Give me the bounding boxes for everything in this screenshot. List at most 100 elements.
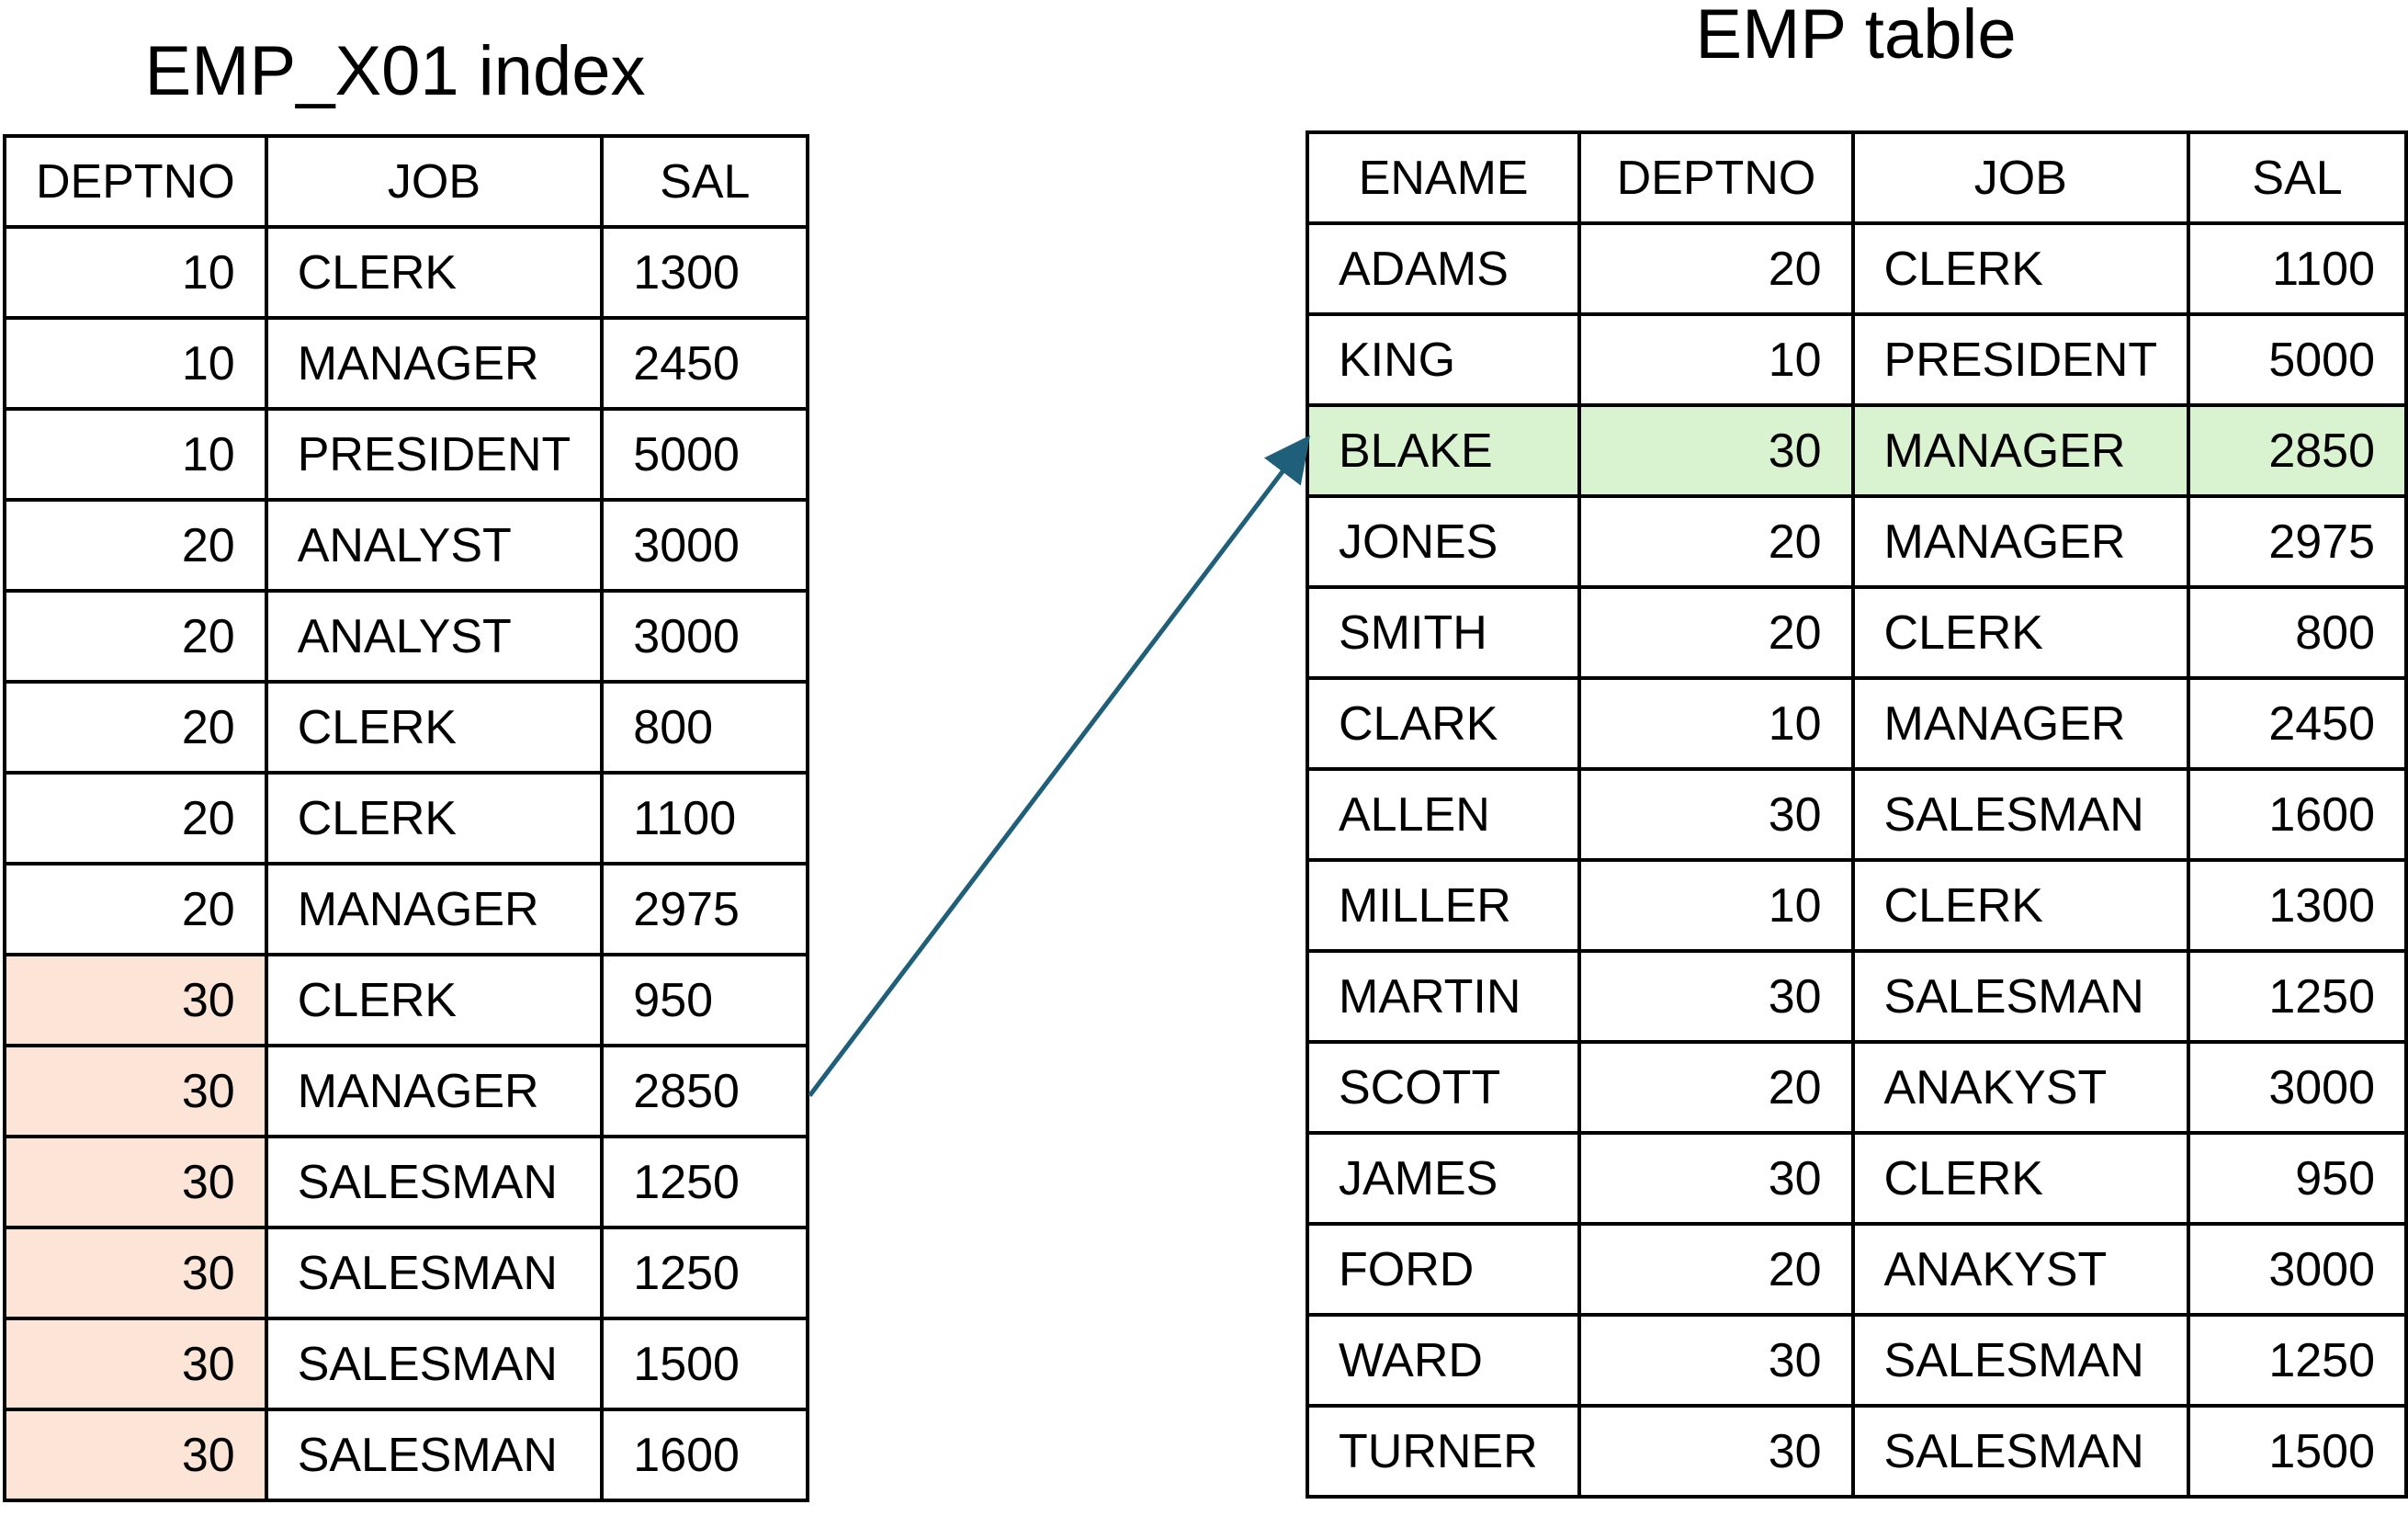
table-cell-deptno: 20 [1577, 494, 1855, 589]
table-cell-ename: ADAMS [1305, 221, 1582, 316]
index-cell-job: SALESMAN [264, 1226, 605, 1320]
table-header-job: JOB [1850, 130, 2191, 225]
table-cell-deptno: 30 [1577, 1313, 1855, 1408]
table-cell-deptno: 10 [1577, 676, 1855, 771]
table-cell-sal: 5000 [2187, 312, 2408, 407]
index-cell-deptno: 30 [3, 953, 268, 1047]
index-title: EMP_X01 index [144, 32, 646, 110]
index-cell-job: MANAGER [264, 1044, 605, 1138]
index-cell-job: ANALYST [264, 498, 605, 593]
index-cell-deptno: 10 [3, 225, 268, 320]
index-cell-sal: 1300 [600, 225, 810, 320]
table-cell-ename: ALLEN [1305, 767, 1582, 862]
table-cell-deptno: 20 [1577, 1040, 1855, 1135]
index-header-sal: SAL [600, 134, 810, 229]
index-cell-deptno: 30 [3, 1408, 268, 1502]
table-cell-deptno: 30 [1577, 1131, 1855, 1226]
index-cell-sal: 800 [600, 680, 810, 775]
index-cell-deptno: 30 [3, 1044, 268, 1138]
index-cell-sal: 2450 [600, 316, 810, 411]
table-cell-sal: 3000 [2187, 1222, 2408, 1317]
table-cell-ename: MARTIN [1305, 949, 1582, 1044]
table-cell-deptno: 10 [1577, 312, 1855, 407]
table-cell-deptno: 20 [1577, 1222, 1855, 1317]
index-cell-job: SALESMAN [264, 1135, 605, 1229]
table-header-deptno: DEPTNO [1577, 130, 1855, 225]
table-cell-job: MANAGER [1850, 403, 2191, 498]
table-cell-ename: WARD [1305, 1313, 1582, 1408]
index-cell-sal: 2850 [600, 1044, 810, 1138]
table-cell-deptno: 10 [1577, 858, 1855, 953]
table-cell-ename: JAMES [1305, 1131, 1582, 1226]
table-cell-ename: FORD [1305, 1222, 1582, 1317]
table-cell-sal: 1250 [2187, 949, 2408, 1044]
table-cell-ename: MILLER [1305, 858, 1582, 953]
table-cell-deptno: 30 [1577, 949, 1855, 1044]
index-cell-job: MANAGER [264, 316, 605, 411]
table-cell-ename: JONES [1305, 494, 1582, 589]
index-cell-job: PRESIDENT [264, 407, 605, 502]
table-cell-sal: 1250 [2187, 1313, 2408, 1408]
arrow-line [808, 435, 1311, 1097]
table-cell-deptno: 30 [1577, 767, 1855, 862]
table-cell-job: PRESIDENT [1850, 312, 2191, 407]
table-cell-ename: SMITH [1305, 585, 1582, 680]
index-cell-deptno: 30 [3, 1226, 268, 1320]
index-cell-deptno: 20 [3, 498, 268, 593]
index-cell-sal: 2975 [600, 862, 810, 956]
table-cell-sal: 1300 [2187, 858, 2408, 953]
index-cell-sal: 3000 [600, 498, 810, 593]
table-cell-deptno: 30 [1577, 1404, 1855, 1499]
table-cell-ename: KING [1305, 312, 1582, 407]
index-cell-deptno: 10 [3, 407, 268, 502]
table-cell-deptno: 20 [1577, 221, 1855, 316]
table-header-sal: SAL [2187, 130, 2408, 225]
index-cell-job: SALESMAN [264, 1317, 605, 1411]
table-cell-deptno: 30 [1577, 403, 1855, 498]
index-cell-sal: 1250 [600, 1226, 810, 1320]
table-cell-sal: 3000 [2187, 1040, 2408, 1135]
table-cell-ename: CLARK [1305, 676, 1582, 771]
table-cell-sal: 1100 [2187, 221, 2408, 316]
table-cell-job: SALESMAN [1850, 767, 2191, 862]
index-cell-sal: 1500 [600, 1317, 810, 1411]
table-cell-sal: 950 [2187, 1131, 2408, 1226]
index-cell-job: CLERK [264, 771, 605, 865]
table-cell-sal: 800 [2187, 585, 2408, 680]
table-cell-job: CLERK [1850, 221, 2191, 316]
table-cell-job: CLERK [1850, 858, 2191, 953]
table-cell-job: MANAGER [1850, 494, 2191, 589]
index-cell-job: CLERK [264, 680, 605, 775]
index-header-row: DEPTNO JOB SAL [3, 134, 810, 229]
table-header-row: ENAME DEPTNO JOB SAL [1305, 130, 2408, 225]
index-cell-deptno: 30 [3, 1317, 268, 1411]
index-cell-deptno: 10 [3, 316, 268, 411]
index-cell-sal: 5000 [600, 407, 810, 502]
table-cell-job: CLERK [1850, 585, 2191, 680]
index-cell-job: MANAGER [264, 862, 605, 956]
index-cell-sal: 1600 [600, 1408, 810, 1502]
index-cell-job: SALESMAN [264, 1408, 605, 1502]
table-cell-deptno: 20 [1577, 585, 1855, 680]
index-header-job: JOB [264, 134, 605, 229]
